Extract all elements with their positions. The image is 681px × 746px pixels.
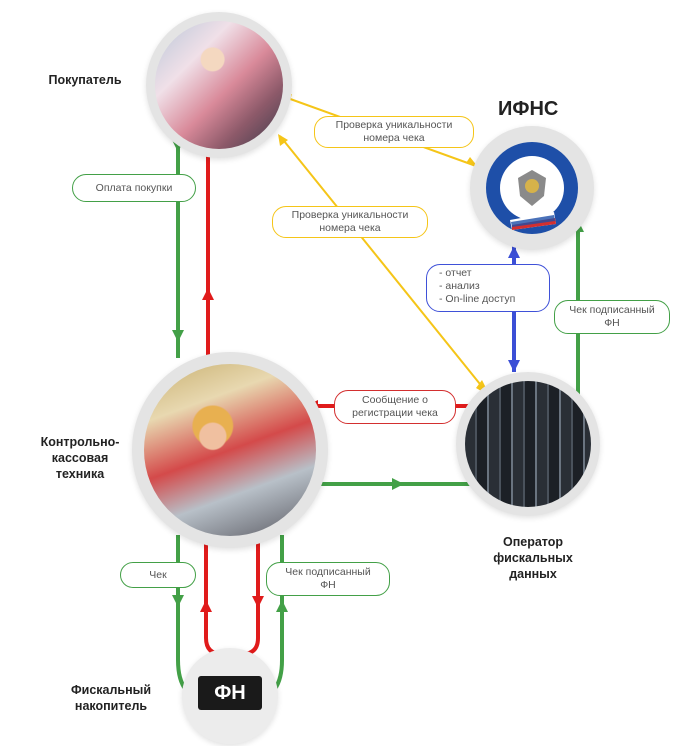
label-check-uniqueness-2: Проверка уникальности номера чека: [272, 206, 428, 238]
label-check: Чек: [120, 562, 196, 588]
fn-box: ФН: [198, 676, 262, 710]
tax-service-emblem-icon: [486, 142, 578, 234]
label-report: - отчет - анализ - On-line доступ: [426, 264, 550, 312]
label-payment: Оплата покупки: [72, 174, 196, 202]
arrow-kkt-to-ofd: [300, 478, 470, 490]
fn-title: Фискальный накопитель: [70, 683, 152, 713]
buyer-photo: [155, 21, 283, 149]
kkt-title: Контрольно- кассовая техника: [40, 435, 120, 481]
ofd-node: [456, 372, 600, 516]
ifns-title: ИФНС: [498, 98, 559, 120]
label-check-uniqueness-1: Проверка уникальности номера чека: [314, 116, 474, 148]
arrow-payment: [172, 140, 184, 358]
label-signed-check-ofd: Чек подписанный ФН: [554, 300, 670, 334]
arrow-kkt-to-buyer: [202, 142, 214, 362]
ifns-node: [470, 126, 594, 250]
buyer-node: [146, 12, 292, 158]
arrow-kkt-fn-red: [200, 540, 264, 656]
buyer-title: Покупатель: [48, 73, 122, 87]
label-signed-check-fn: Чек подписанный ФН: [266, 562, 390, 596]
ofd-photo: [465, 381, 591, 507]
ofd-title: Оператор фискальных данных: [493, 535, 573, 581]
kkt-photo: [144, 364, 316, 536]
label-registration-message: Сообщение о регистрации чека: [334, 390, 456, 424]
kkt-node: [132, 352, 328, 548]
